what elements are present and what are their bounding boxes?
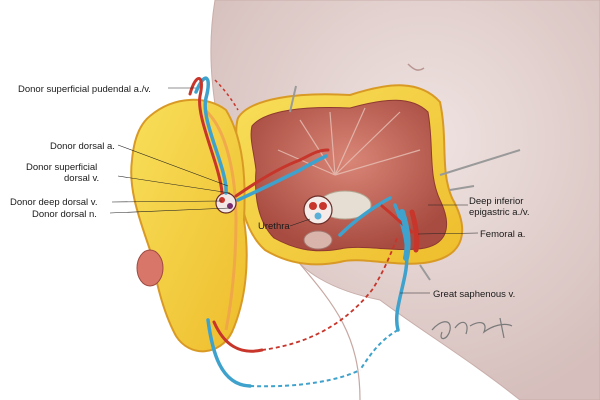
- superficial-pudendal-artery: [188, 77, 224, 195]
- urethra-dot-2: [319, 202, 327, 210]
- femoral-vein: [399, 209, 411, 261]
- saphenous-tunnel-dashed: [359, 329, 399, 371]
- femoral-artery: [409, 209, 420, 253]
- artist-signature: [431, 317, 513, 340]
- flap-artery-dot: [219, 197, 225, 203]
- flap-vessel-bundle: [215, 192, 237, 214]
- label-urethra: Urethra: [258, 221, 290, 232]
- flap-artery-tail: [212, 320, 264, 353]
- label-superficial-dorsal-v-line1: Donor superficial: [26, 162, 97, 173]
- label-deep-inferior-epigastric-line2: epigastric a./v.: [469, 207, 530, 218]
- vein-tunnel-dashed: [249, 369, 361, 388]
- donor-flap-skin-edge: [203, 108, 238, 331]
- label-great-saphenous-vein: Great saphenous v.: [433, 289, 515, 300]
- donor-glans: [136, 249, 164, 287]
- flap-vein-tail: [206, 318, 252, 388]
- thigh-crease: [289, 251, 361, 400]
- neophallus-stump: [303, 230, 333, 250]
- donor-flap-fat: [130, 98, 248, 353]
- label-deep-dorsal-vein: Donor deep dorsal v.: [10, 197, 98, 208]
- deep-dorsal-vein-anastomosis: [338, 196, 392, 237]
- superficial-pudendal-vein: [194, 76, 228, 195]
- dorsal-artery: [234, 148, 330, 198]
- label-dorsal-artery: Donor dorsal a.: [50, 141, 115, 152]
- label-superficial-dorsal-v-line2: dorsal v.: [64, 173, 99, 184]
- label-femoral-artery: Femoral a.: [480, 229, 525, 240]
- pudendal-dashed: [214, 79, 239, 111]
- navel: [407, 63, 425, 71]
- label-deep-inferior-epigastric-line1: Deep inferior: [469, 196, 523, 207]
- fascia-fibers: [277, 107, 421, 176]
- leader-lines: [109, 87, 479, 294]
- artery-tunnel-dashed: [261, 235, 399, 351]
- flap-vein-dot: [227, 203, 233, 209]
- urethra-dot-3: [314, 212, 322, 220]
- label-dorsal-nerve: Donor dorsal n.: [32, 209, 97, 220]
- retractors: [289, 85, 521, 281]
- label-superficial-pudendal: Donor superficial pudendal a./v.: [18, 84, 151, 95]
- superficial-dorsal-vein: [236, 154, 328, 202]
- urethra-dot-1: [309, 202, 317, 210]
